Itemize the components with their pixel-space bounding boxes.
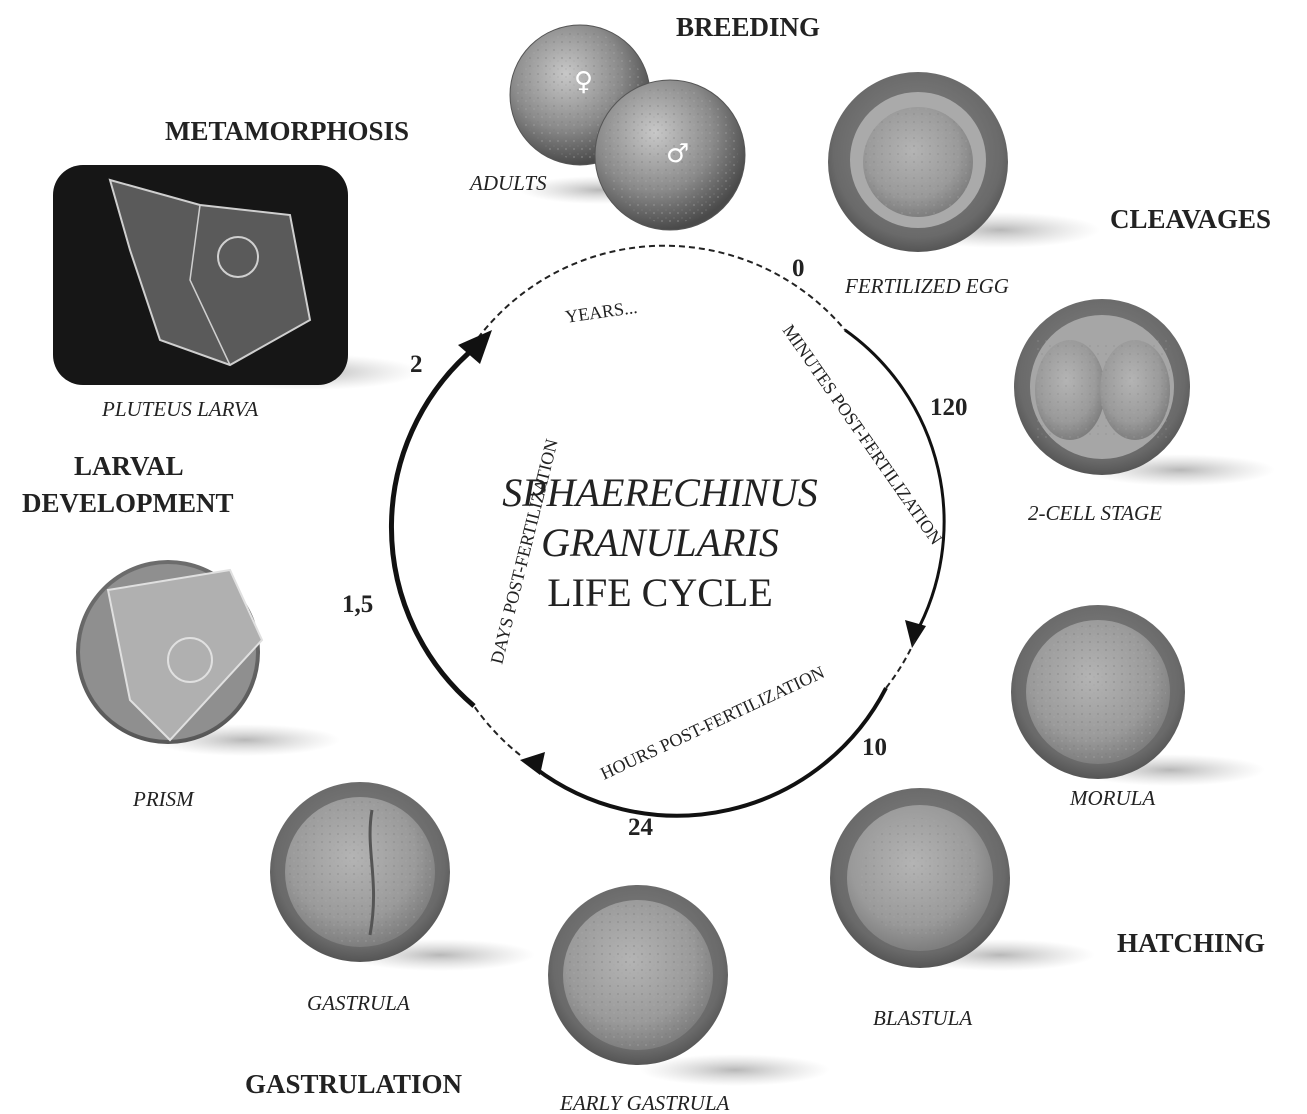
phase-breeding: BREEDING [676,12,820,42]
stage-gastrula: GASTRULA [307,991,410,1015]
pluteus-larva-image [53,165,420,390]
time-24: 24 [628,814,654,841]
stage-adults: ADULTS [468,171,547,195]
phase-gastrulation: GASTRULATION [245,1069,463,1099]
early-gastrula-image [548,885,830,1086]
stage-blastula: BLASTULA [873,1006,972,1030]
time-10: 10 [862,734,887,761]
blastula-image [830,788,1095,971]
time-1-5: 1,5 [342,591,373,618]
hours-label: HOURS POST-FERTILIZATION [597,662,827,784]
time-0: 0 [792,255,805,282]
phase-larval-line1: LARVAL [74,451,184,481]
species-name-line2: GRANULARIS [470,518,850,568]
female-symbol: ♀ [574,67,593,97]
morula-image [1011,605,1265,786]
years-label: YEARS... [564,297,639,327]
fertilized-egg-image [828,72,1100,252]
stage-morula: MORULA [1069,786,1155,810]
stage-fertilized-egg: FERTILIZED EGG [844,274,1009,298]
male-symbol: ♂ [666,139,689,169]
time-120: 120 [930,394,968,421]
species-name-line1: SPHAERECHINUS [470,468,850,518]
stage-pluteus: PLUTEUS LARVA [101,397,258,421]
time-2: 2 [410,351,423,378]
gastrula-image [270,782,535,971]
stage-prism: PRISM [132,787,195,811]
phase-cleavages: CLEAVAGES [1110,204,1271,234]
phase-metamorphosis: METAMORPHOSIS [165,116,409,146]
phase-hatching: HATCHING [1117,928,1265,958]
adults-urchins [510,25,745,230]
minutes-arrowhead [905,620,926,648]
cycle-title: SPHAERECHINUS GRANULARIS LIFE CYCLE [470,468,850,618]
dash-connector-right [886,640,915,688]
days-arc [391,345,478,706]
two-cell-image [1014,299,1275,486]
dash-connector-left [474,706,520,755]
stage-two-cell: 2-CELL STAGE [1028,501,1162,525]
hours-arc [535,688,886,816]
phase-larval-line2: DEVELOPMENT [22,488,234,518]
prism-image [76,560,340,756]
stage-early-gastrula: EARLY GASTRULA [559,1091,730,1114]
life-cycle-heading: LIFE CYCLE [470,568,850,618]
